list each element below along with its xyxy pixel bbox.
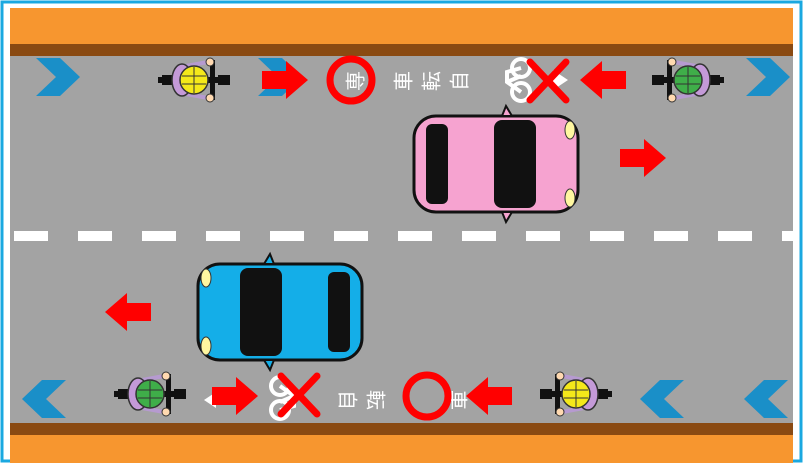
bottom-sidewalk (10, 435, 793, 463)
car-icon (414, 106, 578, 222)
lower-marking-char-2: 転 (364, 390, 388, 410)
lower-marking-char-1: 自 (336, 390, 360, 410)
upper-marking-char-2: 車 (392, 71, 416, 91)
upper-marking-char-4: 自 (448, 71, 472, 91)
upper-marking-char-3: 転 (420, 71, 444, 91)
car-icon (198, 254, 362, 370)
top-sidewalk (10, 8, 793, 44)
upper-marking-char-1: 専 (344, 71, 368, 91)
bottom-curb (10, 423, 793, 435)
top-curb (10, 44, 793, 56)
